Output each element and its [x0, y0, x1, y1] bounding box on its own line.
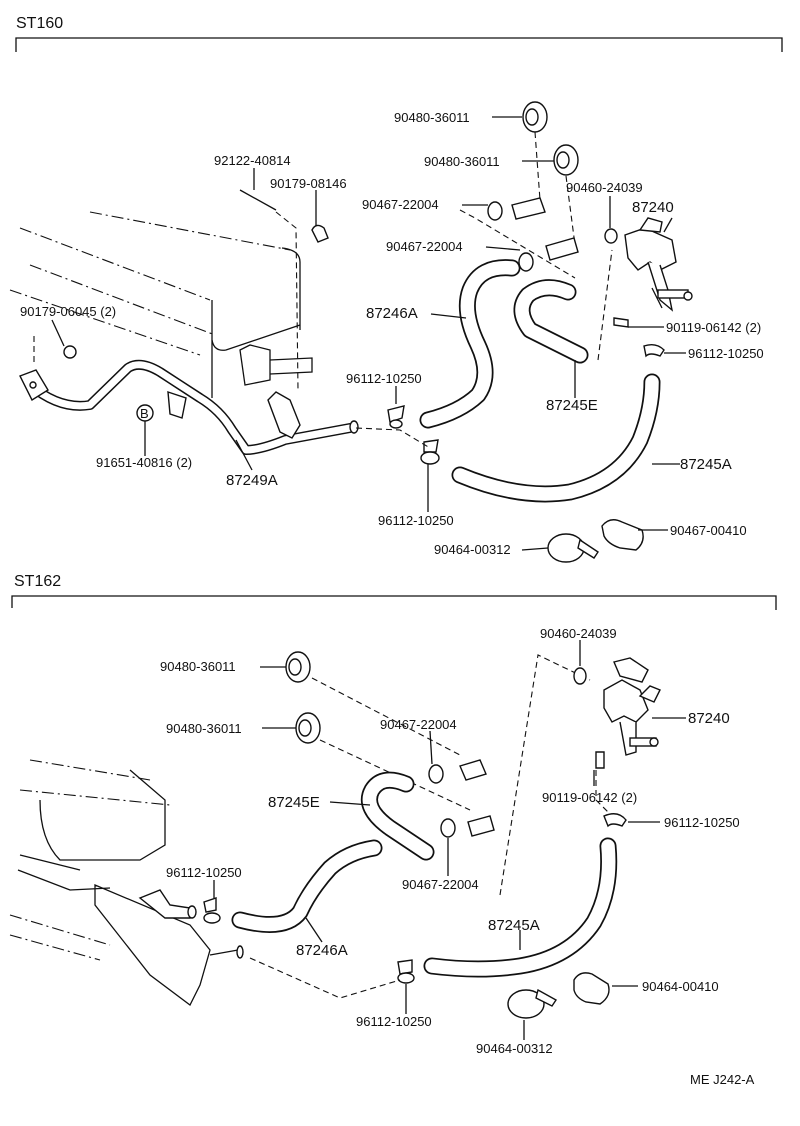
clip-90460-24039: [604, 228, 618, 244]
label-top-bolt: 90119-06142 (2): [666, 320, 761, 335]
bottom-diagram: [9, 651, 661, 1019]
label-bottom-clip-pipe: 96112-10250: [166, 865, 242, 880]
clip-90460-24039-lower: [573, 667, 587, 685]
leader-lines: [51, 116, 686, 1040]
grommet-upper-1: [522, 101, 548, 133]
label-bottom-valve: 87240: [688, 710, 730, 727]
stud-92122-40814: [239, 189, 299, 391]
section-title-st162: ST162: [14, 573, 61, 590]
label-bottom-hose-246a: 87246A: [296, 942, 348, 959]
diagram-code: ME J242-A: [690, 1072, 755, 1087]
hose-87246a-lower: [231, 839, 383, 933]
hose-87245e-lower: [360, 771, 435, 861]
band-90464-00312: [547, 533, 599, 563]
label-top-hose-245a: 87245A: [680, 456, 732, 473]
label-top-clip-pipe: 96112-10250: [346, 371, 422, 386]
label-top-hose-245e: 87245E: [546, 397, 598, 414]
grommet-lower-1: [285, 651, 311, 683]
label-bottom-bolt: 90119-06142 (2): [542, 790, 637, 805]
label-top-band: 90464-00312: [434, 542, 511, 557]
label-bottom-grommet-b: 90480-36011: [166, 721, 242, 736]
label-bottom-clip-valve: 96112-10250: [664, 815, 740, 830]
label-top-grommet-a: 90480-36011: [394, 110, 470, 125]
clamp-90467-22004-lower-b: [440, 818, 456, 838]
hose-87246a: [419, 259, 521, 429]
clamp-90467-22004-lower-a: [428, 764, 444, 784]
clamp-90467-00410: [601, 519, 644, 551]
section-title-st160: ST160: [16, 15, 63, 32]
label-top-clamp-c: 90467-00410: [670, 523, 747, 538]
clip-96112-10250-lower: [420, 439, 440, 465]
clamp-90467-22004-a: [487, 201, 503, 221]
hose-joint-lower: [459, 759, 495, 837]
bolt-marker: B: [136, 404, 154, 422]
clip-96112-10250-pipe: [387, 405, 405, 429]
label-bottom-clamp-b: 90467-22004: [402, 877, 479, 892]
label-bottom-clamp-c: 90464-00410: [642, 979, 719, 994]
engine-outline-bottom: [9, 759, 244, 1006]
label-top-clamp-a: 90467-22004: [362, 197, 439, 212]
bolt-marker-letter: B: [140, 406, 149, 421]
label-bottom-hose-245a: 87245A: [488, 917, 540, 934]
label-bottom-band: 90464-00312: [476, 1041, 553, 1056]
band-90464-00312-lower: [507, 988, 558, 1019]
hose-joint-upper: [511, 197, 579, 261]
labels-bottom: 90460-24039 90480-36011 90480-36011 9046…: [160, 626, 740, 1056]
clamp-90464-00410-lower: [573, 972, 610, 1005]
label-top-pipe: 87249A: [226, 472, 278, 489]
label-top-clip-lower: 96112-10250: [378, 513, 454, 528]
pipe-stub-bottom: [138, 889, 197, 919]
nut-90179-06045: [33, 336, 77, 366]
hose-87245a-lower: [423, 837, 618, 978]
clamp-90467-22004-b: [518, 252, 534, 272]
label-bottom-clamp-a: 90467-22004: [380, 717, 457, 732]
section-bracket-st162: [11, 595, 777, 610]
nut-90179-08146: [311, 224, 329, 243]
label-top-hose-246a: 87246A: [366, 305, 418, 322]
heater-pipe-87249a: [19, 359, 359, 455]
bolt-90119-06142: [613, 317, 629, 328]
label-bottom-grommet-a: 90480-36011: [160, 659, 236, 674]
hose-87245a: [451, 373, 661, 503]
clip-96112-10250-valve-lower: [603, 813, 627, 828]
hose-87245e: [513, 279, 589, 364]
top-diagram: B: [9, 101, 693, 563]
section-bracket-st160: [15, 37, 783, 52]
grommet-lower-2: [295, 712, 321, 744]
clip-96112-10250-lower-2: [397, 959, 415, 984]
bolt-90119-06142-lower: [595, 751, 605, 769]
section-st160: ST160: [15, 15, 783, 52]
grommet-upper-2: [553, 144, 579, 176]
label-top-valve-clip: 90460-24039: [566, 180, 643, 195]
label-bottom-valve-clip: 90460-24039: [540, 626, 617, 641]
label-top-clip-valve: 96112-10250: [688, 346, 764, 361]
label-top-nut-b: 90179-06045 (2): [20, 304, 116, 319]
label-top-nut: 90179-08146: [270, 176, 347, 191]
section-st162: ST162: [11, 573, 777, 610]
label-bottom-hose-245e: 87245E: [268, 794, 320, 811]
clip-96112-10250-pipe-lower: [203, 897, 221, 924]
water-valve-87240-lower: [603, 657, 661, 756]
label-top-stud: 92122-40814: [214, 153, 291, 168]
water-valve-87240: [624, 217, 693, 312]
clip-96112-10250-valve: [643, 343, 665, 358]
label-top-clamp-b: 90467-22004: [386, 239, 463, 254]
label-top-bolt-b: 91651-40816 (2): [96, 455, 192, 470]
label-top-valve: 87240: [632, 199, 674, 216]
labels-top: 90480-36011 90480-36011 92122-40814 9017…: [20, 110, 764, 557]
label-top-grommet-b: 90480-36011: [424, 154, 500, 169]
label-bottom-clip-lower: 96112-10250: [356, 1014, 432, 1029]
